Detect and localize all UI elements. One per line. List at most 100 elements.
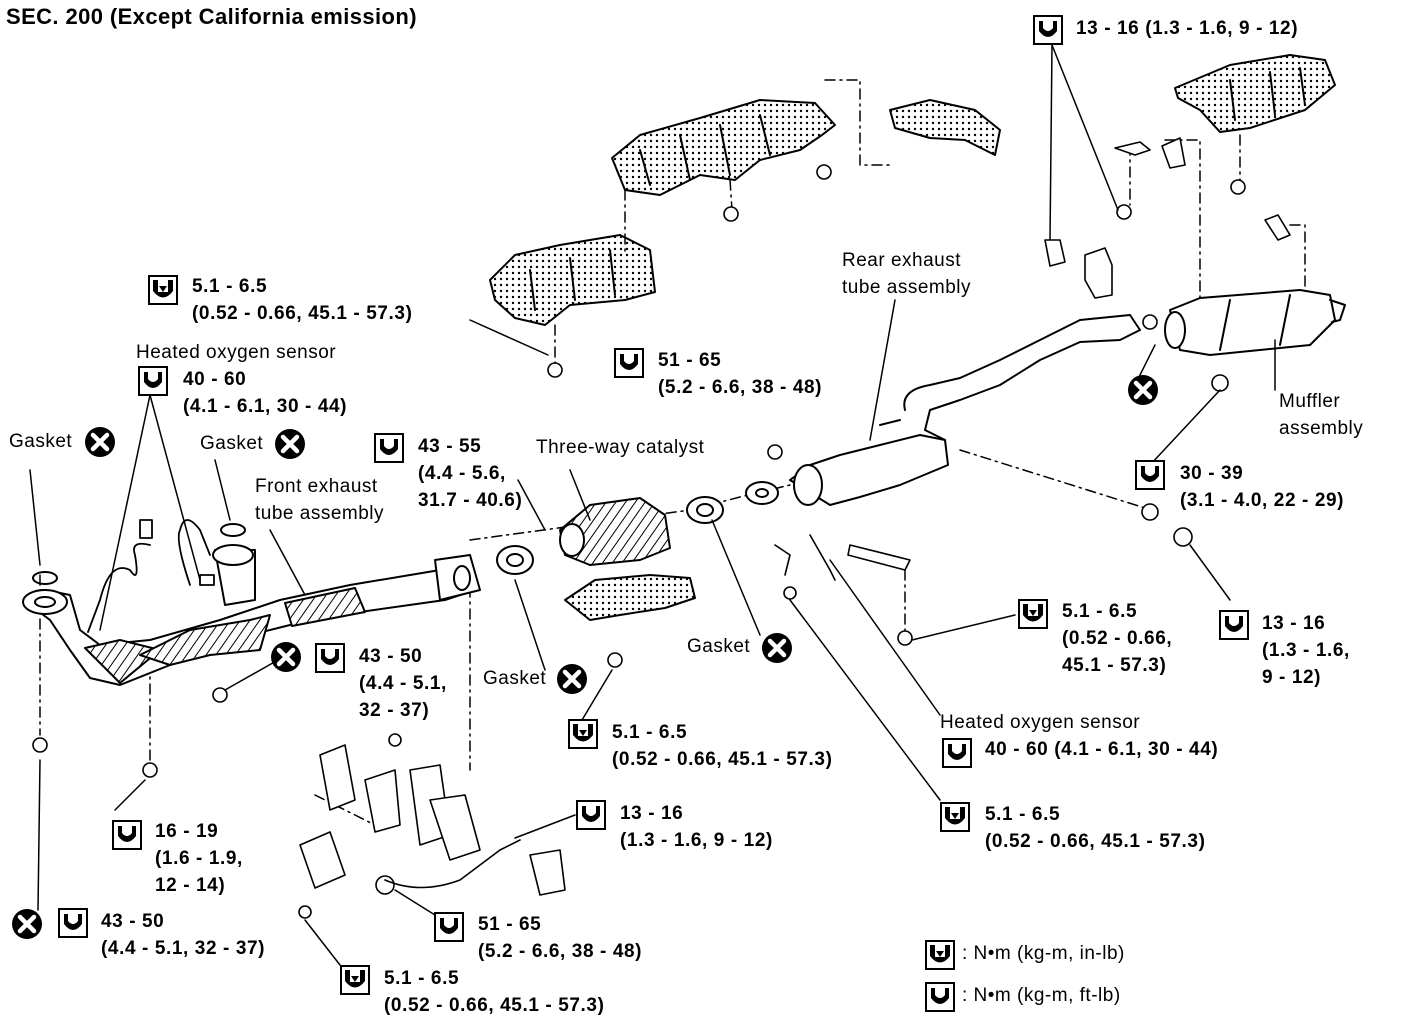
- torque-spec-43-55: 43 - 55 (4.4 - 5.6, 31.7 - 40.6): [418, 433, 522, 514]
- nm-in-lb-wrench-icon: [340, 965, 370, 995]
- label-gasket-rear: Gasket: [687, 636, 751, 657]
- torque-spec-51-65-right: 5.1 - 6.5 (0.52 - 0.66, 45.1 - 57.3): [1062, 598, 1172, 679]
- torque-line: 30 - 39: [1180, 463, 1244, 484]
- torque-line: (4.4 - 5.1, 32 - 37): [101, 938, 266, 959]
- torque-line: (1.3 - 1.6, 9 - 12): [620, 830, 773, 851]
- label-heated-oxygen-sensor-left: Heated oxygen sensor: [136, 342, 337, 363]
- replace-part-x-icon: [274, 428, 306, 460]
- nm-ft-lb-wrench-icon: [1033, 15, 1063, 45]
- torque-line: 43 - 50: [359, 646, 423, 667]
- torque-line: (5.2 - 6.6, 38 - 48): [478, 941, 643, 962]
- torque-spec-51-bottom-right: 5.1 - 6.5 (0.52 - 0.66, 45.1 - 57.3): [985, 801, 1206, 855]
- replace-part-x-icon: [761, 632, 793, 664]
- label-three-way-catalyst: Three-way catalyst: [536, 437, 705, 458]
- nm-ft-lb-wrench-icon: [576, 800, 606, 830]
- torque-spec-30-39: 30 - 39 (3.1 - 4.0, 22 - 29): [1180, 460, 1344, 514]
- torque-line: (3.1 - 4.0, 22 - 29): [1180, 490, 1345, 511]
- torque-line: (0.52 - 0.66,: [1062, 628, 1173, 649]
- torque-line: (1.6 - 1.9,: [155, 848, 243, 869]
- label-line: tube assembly: [842, 277, 972, 298]
- label-rear-exhaust-tube: Rear exhaust tube assembly: [842, 247, 971, 301]
- label-line: assembly: [1279, 418, 1364, 439]
- small-heat-shield: [889, 99, 1001, 156]
- nm-in-lb-wrench-icon: [1018, 599, 1048, 629]
- nm-ft-lb-wrench-icon: [925, 982, 955, 1012]
- hangers-and-bolts: [32, 137, 1291, 919]
- label-line: Front exhaust: [255, 476, 378, 497]
- torque-line: (0.52 - 0.66, 45.1 - 57.3): [384, 995, 605, 1016]
- label-gasket-front: Gasket: [9, 431, 73, 452]
- torque-spec-16-19: 16 - 19 (1.6 - 1.9, 12 - 14): [155, 818, 243, 899]
- torque-line: 9 - 12): [1262, 667, 1322, 688]
- torque-line: 31.7 - 40.6): [418, 490, 523, 511]
- rear-exhaust-tube: [745, 314, 1141, 506]
- torque-line: 32 - 37): [359, 700, 430, 721]
- torque-spec-center-51-65: 51 - 65 (5.2 - 6.6, 38 - 48): [658, 347, 822, 401]
- nm-in-lb-wrench-icon: [925, 940, 955, 970]
- torque-line: (5.2 - 6.6, 38 - 48): [658, 377, 823, 398]
- nm-ft-lb-wrench-icon: [942, 738, 972, 768]
- torque-line: 40 - 60 (4.1 - 6.1, 30 - 44): [985, 739, 1219, 760]
- torque-spec-top-right: 13 - 16 (1.3 - 1.6, 9 - 12): [1076, 15, 1298, 42]
- torque-line: 43 - 50: [101, 911, 165, 932]
- torque-line: 12 - 14): [155, 875, 226, 896]
- torque-line: 40 - 60: [183, 369, 247, 390]
- torque-spec-43-50-bottom: 43 - 50 (4.4 - 5.1, 32 - 37): [101, 908, 265, 962]
- torque-line: (0.52 - 0.66, 45.1 - 57.3): [612, 749, 833, 770]
- torque-line: 51 - 65: [658, 350, 722, 371]
- label-line: tube assembly: [255, 503, 385, 524]
- torque-spec-13-16-right: 13 - 16 (1.3 - 1.6, 9 - 12): [1262, 610, 1350, 691]
- muffler-part: [1164, 289, 1346, 356]
- torque-line: 5.1 - 6.5: [1062, 601, 1138, 622]
- nm-ft-lb-wrench-icon: [434, 912, 464, 942]
- nm-ft-lb-wrench-icon: [614, 348, 644, 378]
- nm-ft-lb-wrench-icon: [112, 820, 142, 850]
- torque-spec-upper-left: 5.1 - 6.5 (0.52 - 0.66, 45.1 - 57.3): [192, 273, 413, 327]
- top-right-heat-shield: [1174, 54, 1336, 133]
- label-front-exhaust-tube: Front exhaust tube assembly: [255, 473, 384, 527]
- torque-line: 5.1 - 6.5: [612, 722, 688, 743]
- label-line: Rear exhaust: [842, 250, 962, 271]
- torque-line: (0.52 - 0.66, 45.1 - 57.3): [985, 831, 1206, 852]
- nm-ft-lb-wrench-icon: [1135, 460, 1165, 490]
- nm-in-lb-wrench-icon: [148, 275, 178, 305]
- torque-line: 5.1 - 6.5: [985, 804, 1061, 825]
- upper-heat-shield: [611, 99, 836, 196]
- nm-ft-lb-wrench-icon: [138, 366, 168, 396]
- nm-in-lb-wrench-icon: [568, 719, 598, 749]
- label-line: Muffler: [1279, 391, 1341, 412]
- middle-heat-shield: [489, 234, 656, 326]
- torque-line: (4.4 - 5.1,: [359, 673, 447, 694]
- nm-ft-lb-wrench-icon: [315, 643, 345, 673]
- label-muffler-assembly: Muffler assembly: [1279, 388, 1363, 442]
- torque-line: 13 - 16: [1262, 613, 1326, 634]
- torque-line: 5.1 - 6.5: [192, 276, 268, 297]
- torque-spec-13-16-mid: 13 - 16 (1.3 - 1.6, 9 - 12): [620, 800, 773, 854]
- oxygen-sensor-wire-left: [87, 519, 215, 633]
- torque-line: 45.1 - 57.3): [1062, 655, 1167, 676]
- torque-line: 16 - 19: [155, 821, 219, 842]
- torque-line: (4.1 - 6.1, 30 - 44): [183, 396, 348, 417]
- replace-part-x-icon: [270, 641, 302, 673]
- nm-ft-lb-wrench-icon: [1219, 610, 1249, 640]
- label-gasket-catalyst: Gasket: [483, 668, 547, 689]
- three-way-catalyst-part: [496, 496, 724, 621]
- front-exhaust-tube: [22, 523, 481, 686]
- torque-spec-sensor-left: 40 - 60 (4.1 - 6.1, 30 - 44): [183, 366, 347, 420]
- nm-in-lb-wrench-icon: [940, 802, 970, 832]
- nm-ft-lb-wrench-icon: [374, 433, 404, 463]
- torque-line: (4.4 - 5.6,: [418, 463, 506, 484]
- replace-part-x-icon: [84, 426, 116, 458]
- torque-spec-51-bottom: 5.1 - 6.5 (0.52 - 0.66, 45.1 - 57.3): [384, 965, 605, 1019]
- torque-spec-43-50-mid: 43 - 50 (4.4 - 5.1, 32 - 37): [359, 643, 447, 724]
- replace-part-x-icon: [1127, 374, 1159, 406]
- replace-part-x-icon: [556, 663, 588, 695]
- legend-in-lb: : N•m (kg-m, in-lb): [962, 943, 1125, 964]
- torque-spec-catalyst-bottom: 5.1 - 6.5 (0.52 - 0.66, 45.1 - 57.3): [612, 719, 833, 773]
- torque-spec-sensor-right: 40 - 60 (4.1 - 6.1, 30 - 44): [985, 736, 1218, 763]
- torque-line: 43 - 55: [418, 436, 482, 457]
- label-gasket-flange: Gasket: [200, 433, 264, 454]
- legend-ft-lb: : N•m (kg-m, ft-lb): [962, 985, 1121, 1006]
- torque-line: (1.3 - 1.6,: [1262, 640, 1350, 661]
